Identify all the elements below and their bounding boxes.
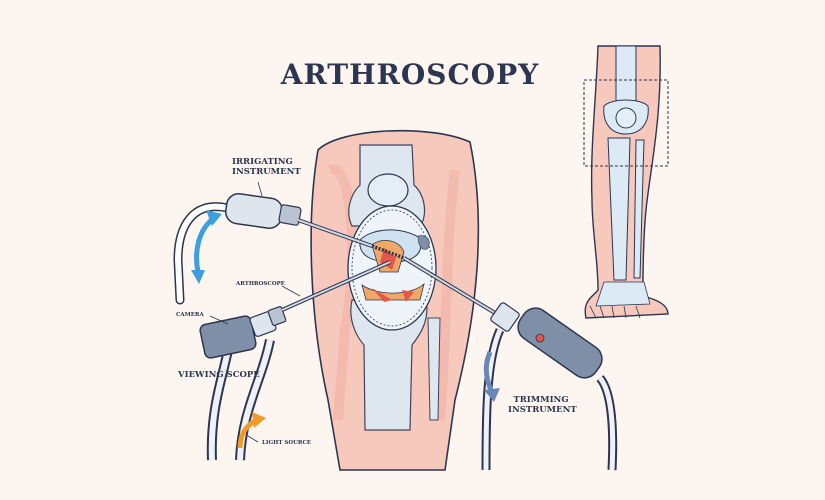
irrigating-label-line2: INSTRUMENT: [232, 166, 301, 177]
trimming-instrument-label: TRIMMING INSTRUMENT: [508, 395, 577, 416]
arrow-up-icon: [237, 412, 266, 449]
camera-label: CAMERA: [176, 312, 204, 318]
arthroscope-label: ARTHROSCOPE: [236, 281, 285, 287]
irrigating-instrument-label: IRRIGATING INSTRUMENT: [232, 157, 301, 178]
irrigating-instrument: [173, 193, 405, 305]
double-arrow-icon: [191, 210, 222, 284]
viewing-scope-label: VIEWING SCOPE: [178, 370, 260, 380]
leg-illustration: [583, 45, 669, 319]
page-title: ARTHROSCOPY: [280, 58, 540, 91]
light-source-label: LIGHT SOURCE: [262, 440, 312, 446]
arrow-down-icon: [483, 351, 500, 402]
trimming-label-line2: INSTRUMENT: [508, 404, 577, 415]
trimming-label-line1: TRIMMING: [513, 395, 569, 405]
knee-illustration: [310, 129, 480, 471]
irrigating-label-line1: IRRIGATING: [232, 157, 293, 167]
